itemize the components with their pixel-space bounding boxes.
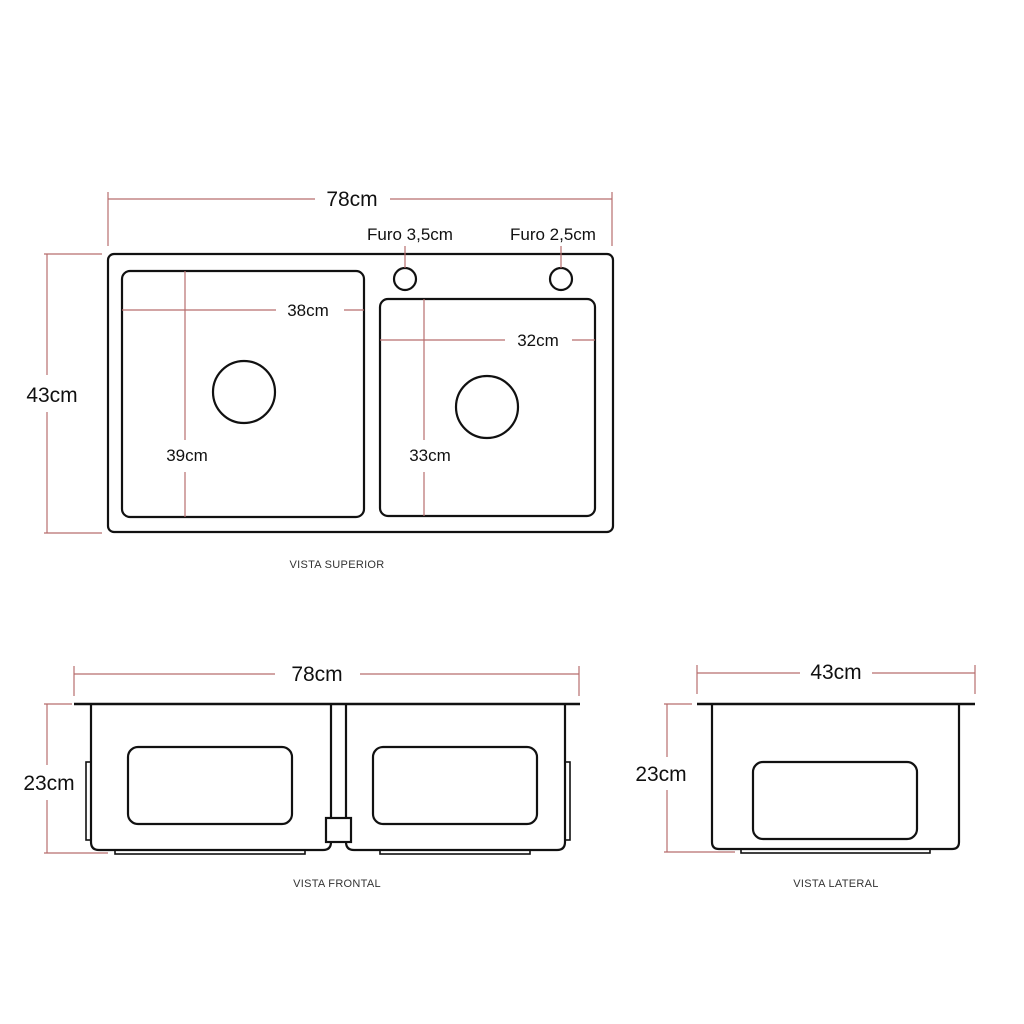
top-view: 78cm Furo 3,5cm Furo 2,5cm 43cm 38cm 39c… [26,188,615,571]
left-basin [120,269,366,519]
front-width-dimension: 78cm [73,663,580,696]
front-view: 78cm 23cm VISTA FRONTAL [23,663,580,890]
side-height-dimension: 23cm [635,703,735,853]
faucet-hole-small [548,266,574,292]
front-view-caption: VISTA FRONTAL [293,878,381,890]
side-width-label: 43cm [810,661,861,684]
top-depth-dimension: 43cm [26,253,102,534]
width-label: 78cm [326,188,377,211]
front-width-label: 78cm [291,663,342,686]
side-width-dimension: 43cm [696,661,976,694]
hole-small-label: Furo 2,5cm [510,225,596,244]
top-view-caption: VISTA SUPERIOR [289,559,384,571]
left-basin-dimensions: 38cm 39cm [122,271,364,517]
depth-label: 43cm [26,384,77,407]
left-basin-width-label: 38cm [287,301,329,320]
right-basin-width-label: 32cm [517,331,559,350]
top-width-dimension: 78cm [107,188,613,246]
right-basin-depth-label: 33cm [409,446,451,465]
hole-large-label: Furo 3,5cm [367,225,453,244]
side-view: 43cm 23cm VISTA LATERAL [635,661,976,890]
right-drain [454,374,520,440]
right-basin-dimensions: 32cm 33cm [380,299,595,516]
sink-outline [106,252,615,534]
front-height-dimension: 23cm [23,703,108,854]
right-basin [378,297,597,518]
side-height-label: 23cm [635,763,686,786]
front-left-basin [126,745,294,826]
faucet-hole-large [392,266,418,292]
overflow-connector [324,816,353,844]
left-drain [211,359,277,425]
side-view-caption: VISTA LATERAL [793,878,878,890]
left-basin-depth-label: 39cm [166,446,208,465]
front-height-label: 23cm [23,772,74,795]
front-right-basin [371,745,539,826]
side-basin [751,760,919,841]
